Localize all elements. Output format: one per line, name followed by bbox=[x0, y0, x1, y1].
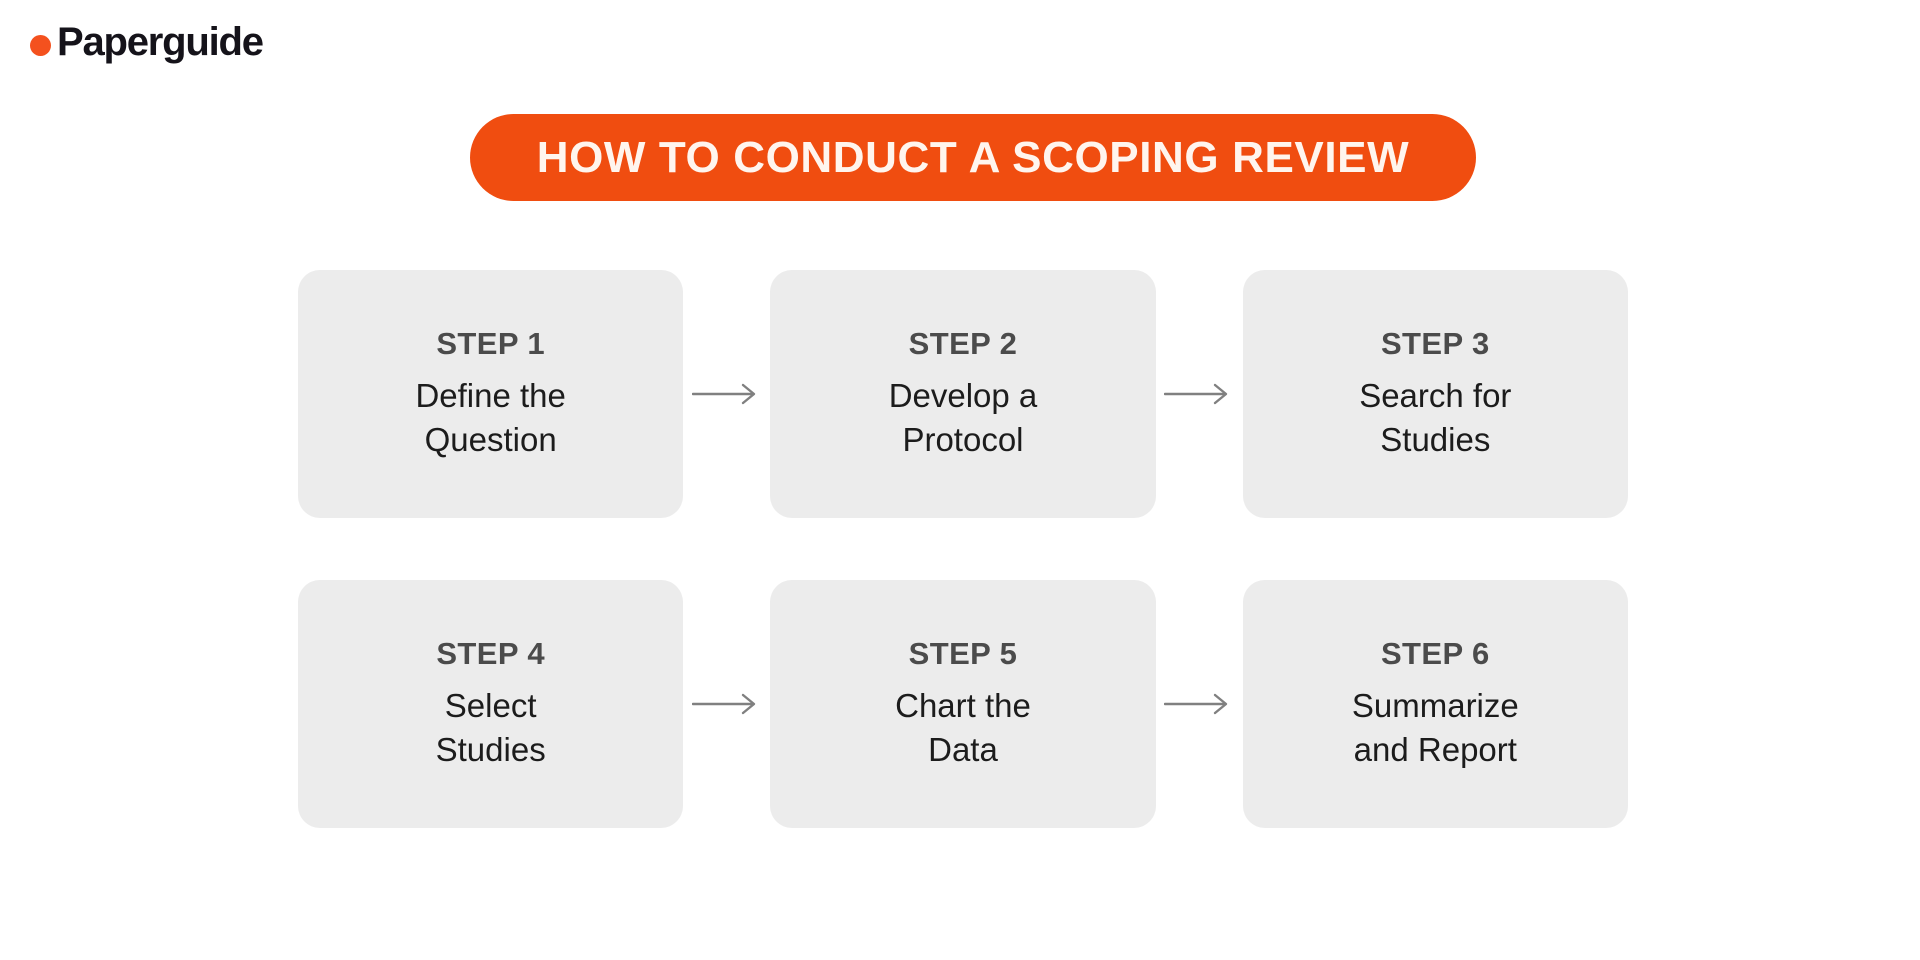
step-number-1: STEP 1 bbox=[436, 326, 545, 362]
connector-5-to-6 bbox=[1156, 580, 1243, 828]
title-banner: HOW TO CONDUCT A SCOPING REVIEW bbox=[470, 114, 1476, 201]
arrow-right-icon bbox=[691, 691, 762, 717]
arrow-right-icon bbox=[691, 381, 762, 407]
connector-2-to-3 bbox=[1156, 270, 1243, 518]
step-number-4: STEP 4 bbox=[436, 636, 545, 672]
connector-1-to-2 bbox=[683, 270, 770, 518]
brand-logo[interactable]: Paperguide bbox=[30, 20, 264, 64]
arrow-right-icon bbox=[1164, 691, 1234, 717]
step-number-2: STEP 2 bbox=[908, 326, 1018, 362]
page-title: HOW TO CONDUCT A SCOPING REVIEW bbox=[536, 132, 1410, 182]
brand-dot-icon bbox=[30, 35, 51, 56]
step-number-3: STEP 3 bbox=[1380, 326, 1490, 362]
step-number-5: STEP 5 bbox=[908, 636, 1018, 672]
connector-4-to-5 bbox=[683, 580, 770, 828]
brand-name: Paperguide bbox=[57, 20, 264, 64]
step-number-6: STEP 6 bbox=[1380, 636, 1490, 672]
arrow-right-icon bbox=[1164, 381, 1234, 407]
